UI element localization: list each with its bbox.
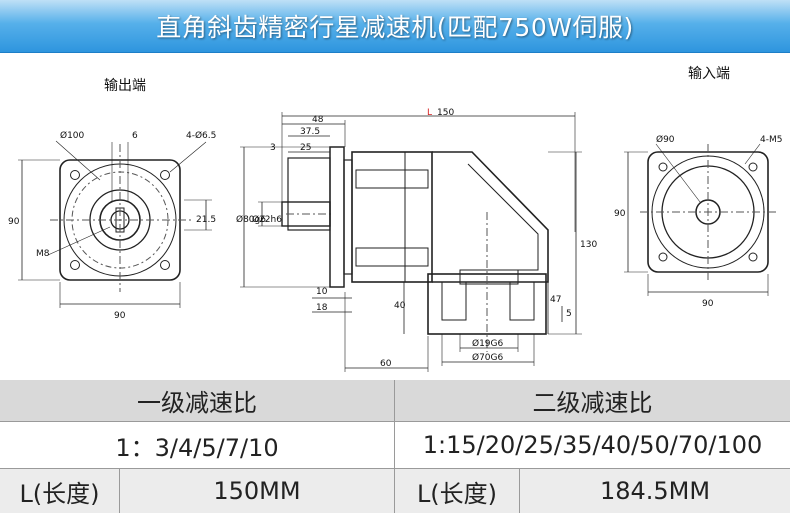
dim-output-height: 90 — [8, 217, 20, 227]
dim-output-pcd: Ø100 — [60, 130, 85, 141]
dim-output-keyway: 21.5 — [196, 215, 216, 225]
dim-output-width: 90 — [114, 311, 126, 321]
length-label-2: L(长度) — [395, 469, 520, 513]
ratio-two-stage: 1:15/20/25/35/40/50/70/100 — [422, 431, 763, 459]
dim-input-holes: 4-M5 — [760, 135, 782, 145]
dim-input-pcd: Ø90 — [656, 134, 675, 145]
dim-18: 18 — [316, 303, 328, 313]
length-two-stage: 184.5MM — [599, 477, 711, 505]
dim-output-key: 6 — [132, 131, 138, 141]
dim-47: 47 — [550, 295, 561, 305]
dim-130: 130 — [580, 240, 597, 250]
side-view — [240, 112, 582, 372]
table-header-row: 一级减速比 二级减速比 — [0, 380, 790, 421]
dim-length-prefix: L — [427, 108, 432, 118]
length-label: L(长度) — [0, 469, 120, 513]
drawing-svg: 输出端 输入端 Ø100 6 4-Ø6.5 90 90 21.5 M8 L 15… — [8, 66, 782, 372]
dim-5: 5 — [566, 309, 572, 319]
table-length-row: L(长度) 150MM L(长度) 184.5MM — [0, 469, 790, 513]
dim-10: 10 — [316, 287, 328, 297]
dim-3: 3 — [270, 143, 276, 153]
dim-output-thread: M8 — [36, 249, 50, 259]
output-end-view — [18, 140, 212, 308]
dim-input-width: 90 — [702, 299, 714, 309]
dim-input-bore: Ø19G6 — [472, 338, 504, 349]
table-ratio-row: 1：3/4/5/7/10 1:15/20/25/35/40/50/70/100 — [0, 422, 790, 468]
output-side-label: 输出端 — [104, 78, 146, 94]
dim-shaft: Ø22h6 — [252, 214, 282, 225]
dim-25: 25 — [300, 143, 311, 153]
length-single-stage: 150MM — [120, 469, 395, 513]
input-side-label: 输入端 — [688, 66, 730, 82]
dim-output-holes: 4-Ø6.5 — [186, 130, 216, 141]
ratio-single-stage: 1：3/4/5/7/10 — [0, 422, 395, 468]
dim-48: 48 — [312, 115, 324, 125]
dim-pilot: Ø80g6 — [236, 214, 266, 225]
dim-40: 40 — [394, 301, 406, 311]
input-end-view — [624, 143, 778, 296]
title-banner: 直角斜齿精密行星减速机(匹配750W伺服) — [0, 0, 790, 53]
spec-table: 一级减速比 二级减速比 1：3/4/5/7/10 1:15/20/25/35/4… — [0, 380, 790, 513]
banner-title: 直角斜齿精密行星减速机(匹配750W伺服) — [156, 13, 634, 42]
dim-input-height: 90 — [614, 209, 626, 219]
dim-length: 150 — [437, 108, 454, 118]
technical-drawing: 输出端 输入端 Ø100 6 4-Ø6.5 90 90 21.5 M8 L 15… — [0, 52, 790, 380]
header-single-stage: 一级减速比 — [0, 380, 395, 421]
header-two-stage: 二级减速比 — [532, 389, 653, 417]
dim-60: 60 — [380, 359, 392, 369]
dim-37-5: 37.5 — [300, 127, 320, 137]
dim-input-pilot: Ø70G6 — [472, 352, 504, 363]
